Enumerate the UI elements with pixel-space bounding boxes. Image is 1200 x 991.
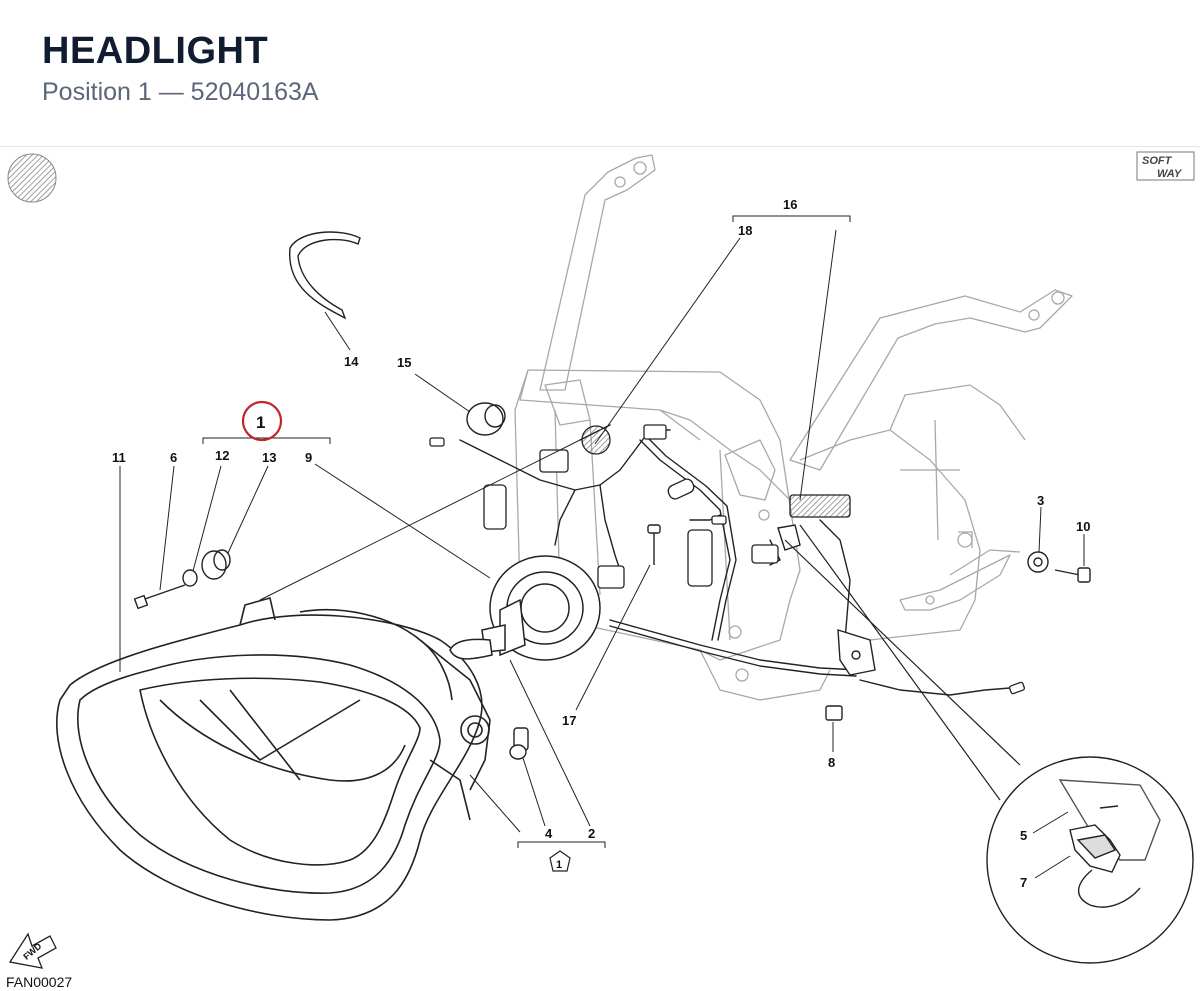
callout-labels: 16 18 14 15 1 11 6 12 13 9 3 10 17 8 4 2… [21, 197, 1090, 962]
callout-8[interactable]: 8 [828, 755, 835, 770]
callout-5[interactable]: 5 [1020, 828, 1027, 843]
callout-18[interactable]: 18 [738, 223, 752, 238]
callout-9[interactable]: 9 [305, 450, 312, 465]
wiring-harness [459, 424, 1011, 696]
drawing-code: FAN00027 [6, 974, 73, 990]
callout-13[interactable]: 13 [262, 450, 276, 465]
callout-6[interactable]: 6 [170, 450, 177, 465]
section-badge-icon [7, 153, 57, 203]
small-hardware [133, 231, 1091, 760]
wire-terminal-mid [711, 515, 727, 525]
screw-6-icon [133, 594, 149, 610]
washer-3-icon [1027, 551, 1049, 573]
cable-tie-14-icon [289, 231, 361, 320]
connector-left [483, 484, 507, 530]
soft-way-logo: SOFT WAY [1136, 151, 1195, 181]
page-header: HEADLIGHT Position 1 — 52040163A [0, 0, 1200, 147]
wire-terminal-right [1008, 681, 1026, 695]
connector-hatched [789, 494, 851, 518]
callout-15[interactable]: 15 [397, 355, 411, 370]
bulb-and-socket [449, 555, 601, 661]
connector-right [751, 544, 779, 564]
wire-terminal-left [429, 437, 445, 447]
connector-7-icon [1076, 834, 1117, 859]
detail-magnifier [784, 524, 1194, 964]
callout-17[interactable]: 17 [562, 713, 576, 728]
callout-11[interactable]: 11 [112, 450, 126, 465]
callout-2[interactable]: 2 [588, 826, 595, 841]
callout-10[interactable]: 10 [1076, 519, 1090, 534]
callout-16[interactable]: 16 [783, 197, 797, 212]
clip-8-icon [825, 705, 843, 721]
kit-marker-label: 1 [556, 859, 562, 871]
callout-leader-lines [119, 215, 1085, 879]
callout-3[interactable]: 3 [1037, 493, 1044, 508]
svg-text:SOFT: SOFT [1142, 155, 1173, 167]
grommet-hatched [581, 425, 611, 455]
fwd-arrow-icon [8, 932, 57, 969]
highlight-ring [241, 400, 283, 442]
svg-text:WAY: WAY [1157, 168, 1183, 180]
connector-top [643, 424, 667, 440]
headlight-support-frame [514, 154, 1073, 701]
bulb-icon [449, 638, 493, 660]
kit-marker [549, 850, 571, 872]
callout-1[interactable]: 1 [256, 413, 265, 432]
spacer-13-icon [201, 550, 227, 580]
page-title: HEADLIGHT [42, 30, 269, 72]
callout-12[interactable]: 12 [215, 448, 229, 463]
connector-middle [687, 529, 713, 587]
page-subtitle: Position 1 — 52040163A [42, 78, 319, 106]
screw-10-icon [1054, 569, 1081, 576]
washer-12-icon [182, 569, 198, 587]
callout-14[interactable]: 14 [344, 354, 359, 369]
callout-4[interactable]: 4 [545, 826, 553, 841]
wire-sleeve [667, 478, 695, 500]
connector-top-left [539, 449, 569, 473]
callout-7[interactable]: 7 [1020, 875, 1027, 890]
headlight-assembly [56, 597, 491, 921]
connector-small [597, 565, 625, 589]
